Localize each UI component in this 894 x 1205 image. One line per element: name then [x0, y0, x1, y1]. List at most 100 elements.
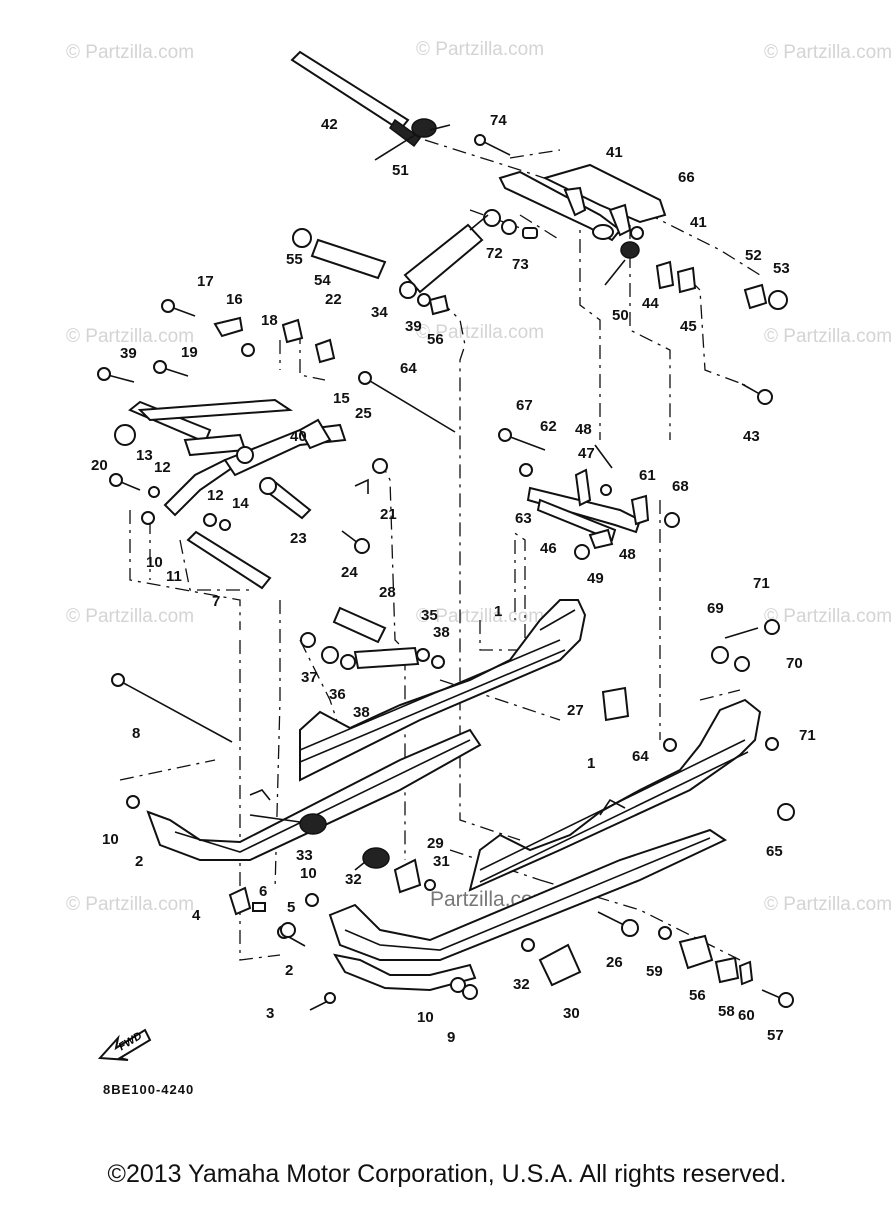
callout-36: 36 [329, 686, 346, 703]
callout-39: 39 [120, 345, 137, 362]
parts-left [126, 795, 319, 938]
callout-9: 9 [447, 1029, 455, 1046]
callout-30: 30 [563, 1005, 580, 1022]
linkage-right [519, 444, 680, 560]
callout-7: 7 [212, 593, 220, 610]
fwd-arrow-icon: FWD [97, 1028, 152, 1061]
collar-29 [332, 606, 387, 644]
shaft-43 [290, 50, 422, 148]
callout-16: 16 [226, 291, 243, 308]
callout-20: 20 [91, 457, 108, 474]
callout-33: 33 [296, 847, 313, 864]
callout-18: 18 [261, 312, 278, 329]
callout-37: 37 [301, 669, 318, 686]
callout-25: 25 [355, 405, 372, 422]
callout-41: 41 [690, 214, 707, 231]
springs-lower [249, 813, 390, 871]
callout-72: 72 [486, 245, 503, 262]
callout-42: 42 [321, 116, 338, 133]
watermark: © Partzilla.com [416, 606, 544, 627]
callout-62: 62 [540, 418, 557, 435]
copyright-notice: ©2013 Yamaha Motor Corporation, U.S.A. A… [107, 1160, 787, 1188]
collar-31 [538, 943, 582, 987]
callout-32: 32 [345, 871, 362, 888]
callout-32: 32 [513, 976, 530, 993]
shock-absorber [403, 209, 501, 294]
callout-65: 65 [766, 843, 783, 860]
watermark: © Partzilla.com [66, 326, 194, 347]
callout-21: 21 [380, 506, 397, 523]
watermark: © Partzilla.com [416, 39, 544, 60]
callout-44: 44 [642, 295, 659, 312]
callout-8: 8 [132, 725, 140, 742]
callout-38: 38 [353, 704, 370, 721]
frame-rail-upper [299, 599, 587, 782]
callout-40: 40 [290, 428, 307, 445]
callout-17: 17 [197, 273, 214, 290]
callout-38: 38 [433, 624, 450, 641]
callout-34: 34 [371, 304, 388, 321]
callout-50: 50 [612, 307, 629, 324]
callout-52: 52 [745, 247, 762, 264]
callout-3: 3 [266, 1005, 274, 1022]
callout-64: 64 [400, 360, 417, 377]
bracket-42 [498, 163, 667, 242]
spring-52 [374, 118, 451, 161]
callout-57: 57 [767, 1027, 784, 1044]
callout-6: 6 [259, 883, 267, 900]
parts-right [424, 646, 795, 1000]
callout-46: 46 [540, 540, 557, 557]
callout-59: 59 [646, 963, 663, 980]
callout-26: 26 [606, 954, 623, 971]
callout-11: 11 [166, 568, 182, 585]
callout-10: 10 [102, 831, 119, 848]
callout-63: 63 [515, 510, 532, 527]
callout-71: 71 [799, 727, 816, 744]
shaft-7 [186, 530, 272, 590]
callout-1: 1 [494, 603, 502, 620]
callout-10: 10 [300, 865, 317, 882]
callout-47: 47 [578, 445, 595, 462]
callout-15: 15 [333, 390, 350, 407]
callout-31: 31 [433, 853, 450, 870]
callout-73: 73 [512, 256, 529, 273]
collar-30 [393, 858, 422, 894]
collar-55 [292, 228, 387, 280]
callout-2: 2 [285, 962, 293, 979]
watermark: © Partzilla.com [764, 326, 892, 347]
callout-12: 12 [207, 487, 224, 504]
linkage-left [114, 316, 388, 531]
callout-43: 43 [743, 428, 760, 445]
callout-4: 4 [192, 907, 201, 924]
callout-12: 12 [154, 459, 171, 476]
callout-29: 29 [427, 835, 444, 852]
callout-1: 1 [587, 755, 595, 772]
callout-48: 48 [575, 421, 592, 438]
callout-27: 27 [567, 702, 584, 719]
slide-runner-upper [146, 728, 482, 861]
callout-64: 64 [632, 748, 649, 765]
callout-55: 55 [286, 251, 303, 268]
watermark: © Partzilla.com [764, 42, 892, 63]
callout-10: 10 [146, 554, 163, 571]
callout-70: 70 [786, 655, 803, 672]
callout-54: 54 [314, 272, 331, 289]
callout-49: 49 [587, 570, 604, 587]
callout-69: 69 [707, 600, 724, 617]
watermark: © Partzilla.com [416, 322, 544, 343]
callout-23: 23 [290, 530, 307, 547]
callout-39: 39 [405, 318, 422, 335]
callout-24: 24 [341, 564, 358, 581]
callout-56: 56 [427, 331, 444, 348]
callout-19: 19 [181, 344, 198, 361]
watermark: © Partzilla.com [66, 42, 194, 63]
callout-45: 45 [680, 318, 697, 335]
callout-71: 71 [753, 575, 770, 592]
callout-56: 56 [689, 987, 706, 1004]
watermark: © Partzilla.com [764, 894, 892, 915]
callout-13: 13 [136, 447, 153, 464]
callout-58: 58 [718, 1003, 735, 1020]
frame-rail-lower [468, 698, 762, 892]
callout-28: 28 [379, 584, 396, 601]
